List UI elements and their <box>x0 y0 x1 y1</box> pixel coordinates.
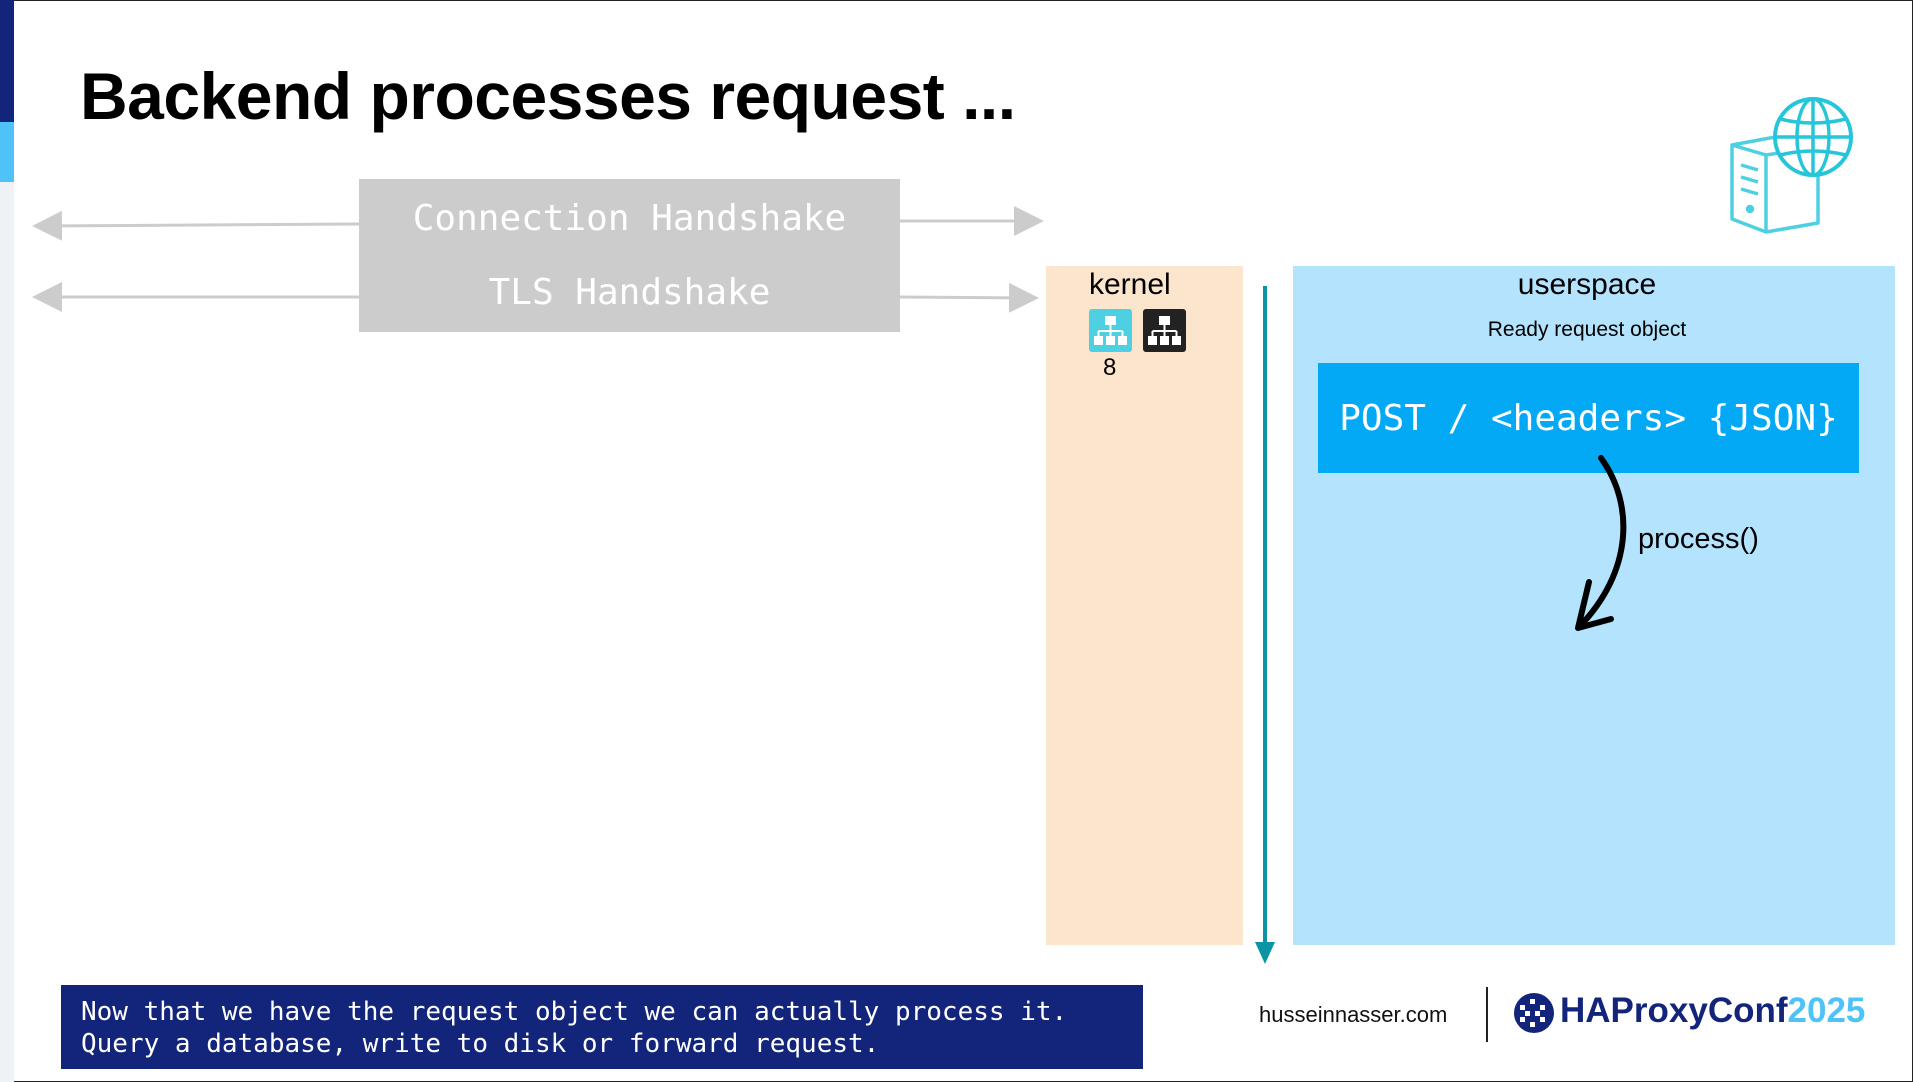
left-accent-strip <box>0 0 14 1082</box>
kernel-queue-count: 8 <box>1103 354 1117 381</box>
conference-brand: HAProxyConf2025 <box>1560 991 1865 1031</box>
footer-divider <box>1486 987 1488 1042</box>
handshake-block <box>359 179 900 332</box>
left-accent-dark <box>0 0 14 122</box>
speaker-note-line-2: Query a database, write to disk or forwa… <box>81 1029 880 1059</box>
process-label: process() <box>1638 523 1759 555</box>
request-object-box: POST / <headers> {JSON} <box>1318 363 1859 473</box>
speaker-note-box: Now that we have the request object we c… <box>61 985 1143 1069</box>
server-globe-icon <box>1728 95 1854 235</box>
speaker-note-line-1: Now that we have the request object we c… <box>81 997 1068 1027</box>
connection-handshake-label: Connection Handshake <box>412 198 847 239</box>
userspace-subtitle: Ready request object <box>1487 318 1687 341</box>
kernel-label: kernel <box>1089 268 1171 301</box>
tls-handshake-label: TLS Handshake <box>488 272 771 313</box>
conference-brand-name: HAProxyConf <box>1560 991 1788 1030</box>
network-queue-icon <box>1089 309 1132 352</box>
conference-brand-year: 2025 <box>1787 991 1866 1030</box>
left-accent-light <box>0 122 14 182</box>
network-queue-icon <box>1143 309 1186 352</box>
userspace-label: userspace <box>1517 268 1657 301</box>
footer-website: husseinnasser.com <box>1259 1002 1448 1027</box>
request-object-text: POST / <headers> {JSON} <box>1339 397 1838 439</box>
slide-title: Backend processes request ... <box>80 59 1016 133</box>
haproxy-logo-icon <box>1512 991 1556 1035</box>
kernel-panel <box>1046 266 1243 945</box>
